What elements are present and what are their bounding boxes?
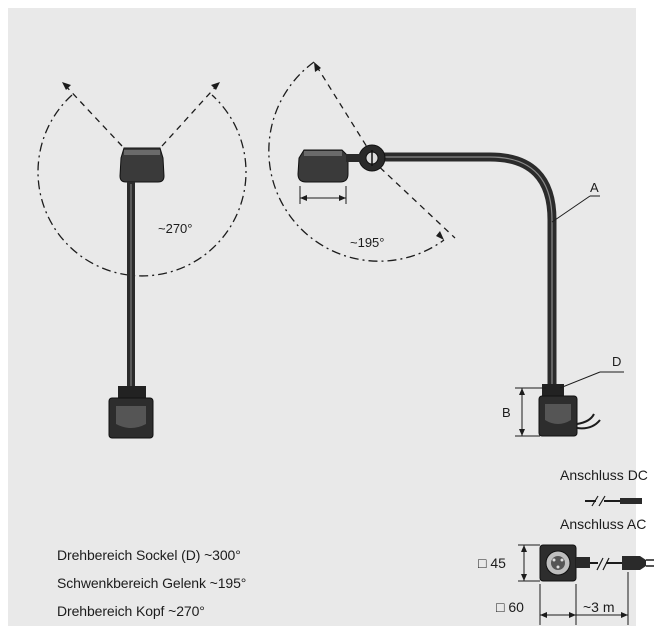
ac-cable-gland	[576, 557, 590, 568]
ac-cable	[590, 556, 654, 571]
left-base-recess	[116, 406, 146, 428]
left-head-top	[124, 150, 160, 155]
left-lamp-base-joint	[118, 386, 146, 400]
legend-head-rotation: Drehbereich Kopf ~270°	[57, 603, 205, 619]
base-cable	[576, 413, 601, 430]
drawing-panel	[8, 8, 636, 626]
right-lamp: A D B ~195°	[268, 61, 624, 437]
gooseneck-highlight	[384, 156, 553, 386]
base-height-label: B	[502, 405, 511, 420]
base-height-arrow-bottom	[519, 429, 525, 436]
left-angle-label: ~270°	[158, 221, 192, 236]
left-arrow-left	[62, 82, 71, 90]
dc-connection-label: Anschluss DC	[560, 467, 648, 483]
arm-label: A	[590, 180, 599, 195]
right-arrow-bottom	[436, 231, 444, 240]
head-width-arrow-left	[300, 195, 307, 201]
square-width-label: □ 60	[496, 599, 524, 615]
left-arrow-right	[211, 82, 220, 90]
right-range-line-top	[313, 61, 373, 156]
left-range-line-right	[161, 81, 221, 147]
legend-joint-swivel: Schwenkbereich Gelenk ~195°	[57, 575, 247, 591]
right-range-line-bottom	[371, 159, 456, 239]
right-lamp-head	[297, 149, 349, 183]
base-joint-label: D	[612, 354, 621, 369]
joint-leader-line	[559, 371, 601, 389]
left-lamp: ~270°	[37, 81, 247, 439]
gooseneck-arm	[384, 152, 557, 386]
head-width-arrow-right	[339, 195, 346, 201]
ac-connection-label: Anschluss AC	[560, 516, 646, 532]
right-arrow-top	[314, 62, 321, 72]
legend-base-rotation: Drehbereich Sockel (D) ~300°	[57, 547, 241, 563]
left-range-line-left	[61, 81, 123, 147]
right-base-recess	[545, 404, 571, 424]
base-height-arrow-top	[519, 388, 525, 395]
square-height-label: □ 45	[478, 555, 506, 571]
arm-leader-line	[551, 195, 591, 223]
right-angle-label: ~195°	[350, 235, 384, 250]
connection-details: Anschluss DC Anschluss AC	[478, 467, 654, 625]
cable-length-label: ~3 m	[583, 599, 615, 615]
right-swivel-arc	[268, 61, 445, 262]
left-lamp-head	[119, 147, 165, 183]
right-head-top	[304, 151, 342, 156]
right-lamp-base-joint	[542, 384, 564, 398]
head-connector	[346, 154, 360, 162]
left-rotation-arc	[37, 94, 247, 277]
dc-cable	[585, 495, 642, 507]
